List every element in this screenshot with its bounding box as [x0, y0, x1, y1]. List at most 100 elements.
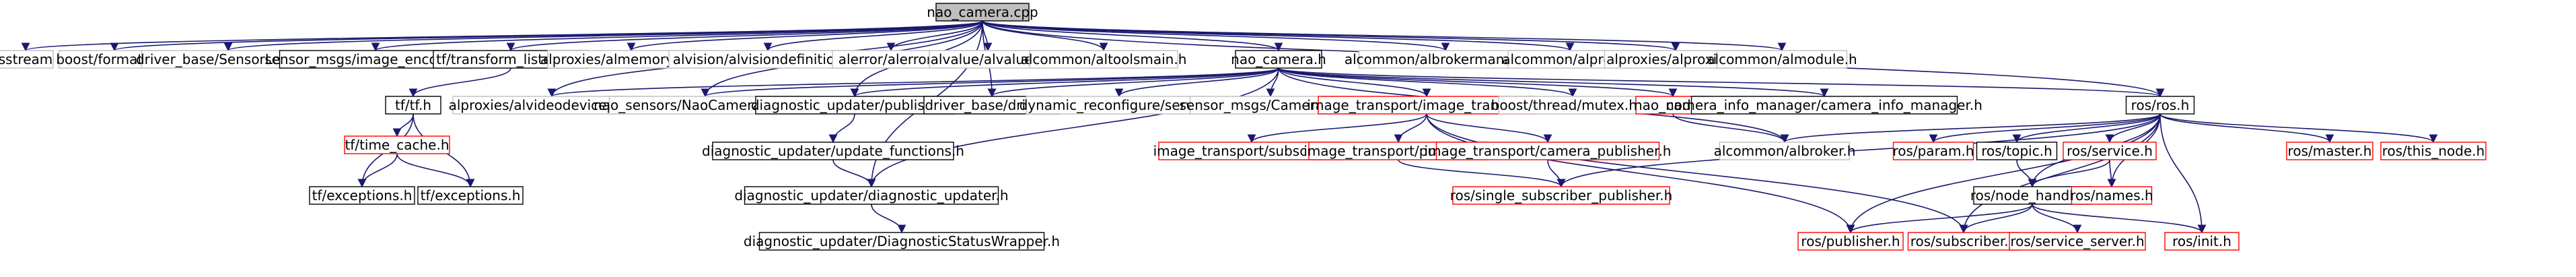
edge-ros-ros-to-ros-publisher	[1846, 113, 2161, 234]
node-label: ros/topic.h	[1981, 143, 2052, 159]
node-ros-service[interactable]: ros/service.h	[2063, 142, 2157, 160]
node-update-functions[interactable]: diagnostic_updater/update_functions.h	[702, 142, 964, 160]
node-single-subscriber-publisher[interactable]: ros/single_subscriber_publisher.h	[1450, 186, 1673, 205]
node-box	[712, 142, 954, 160]
node-nao-camera-h[interactable]: nao_camera.h	[1231, 50, 1326, 69]
node-sstream[interactable]: sstream	[0, 50, 54, 69]
edge-ros-service-to-ros-names	[2107, 159, 2116, 188]
edge-ros-node-handle-to-ros-service-server	[2032, 204, 2082, 234]
node-albroker[interactable]: alcommon/albroker.h	[1714, 142, 1856, 160]
node-label: ros/subscriber.h	[1910, 233, 2017, 249]
node-label: ros/init.h	[2172, 233, 2231, 249]
edge-nao-camera-cpp-to-albrokermanager	[982, 20, 1450, 52]
node-altoolsmain[interactable]: alcommon/altoolsmain.h	[1021, 50, 1187, 69]
edge-nao-camera-h-to-camera-info-manager	[1278, 67, 1828, 98]
node-label: ros/names.h	[2070, 187, 2153, 204]
node-tf-tf[interactable]: tf/tf.h	[385, 96, 441, 115]
edge-ros-service-to-ros-node-handle	[2028, 159, 2110, 188]
node-ros-subscriber[interactable]: ros/subscriber.h	[1907, 232, 2020, 251]
node-alvalue[interactable]: alvalue/alvalue.h	[929, 50, 1047, 69]
node-label: diagnostic_updater/diagnostic_updater.h	[734, 187, 1008, 204]
node-ros-publisher[interactable]: ros/publisher.h	[1797, 232, 1904, 251]
node-label: alerror/alerror.h	[838, 51, 943, 67]
node-ros-ros[interactable]: ros/ros.h	[2125, 96, 2195, 115]
node-box	[2380, 142, 2486, 160]
edge-nao-camera-h-to-naocameraconfig	[701, 67, 1279, 98]
node-label: alvalue/alvalue.h	[931, 51, 1046, 67]
node-almodule[interactable]: alcommon/almodule.h	[1707, 50, 1857, 69]
node-label: ros/master.h	[2288, 143, 2372, 159]
node-time-cache[interactable]: tf/time_cache.h	[344, 135, 450, 154]
node-box	[2164, 232, 2240, 251]
node-label: nao_camera.cpp	[927, 4, 1038, 20]
edges-layer	[22, 20, 2438, 234]
node-box	[1358, 50, 1533, 69]
node-label: camera_info_manager/camera_info_manager.…	[1666, 97, 1982, 113]
edge-ros-ros-to-single-subscriber-publisher	[1557, 113, 2161, 188]
node-box	[929, 50, 1047, 69]
edge-nao-camera-cpp-to-boost-format	[110, 20, 983, 52]
edge-ros-node-handle-to-ros-publisher	[1846, 204, 2033, 234]
node-label: ros/param.h	[1892, 143, 1974, 159]
edge-nao-camera-cpp-to-alproxies	[982, 20, 1680, 52]
node-label: ros/ros.h	[2131, 97, 2190, 113]
edge-nao-camera-h-to-thread-mutex	[1278, 67, 1577, 98]
node-box	[309, 186, 415, 205]
node-label: alcommon/almodule.h	[1707, 51, 1857, 67]
node-box	[2009, 232, 2146, 251]
node-box	[755, 96, 954, 115]
edge-nao-camera-cpp-to-tf-listener	[506, 20, 983, 52]
node-box	[1435, 142, 1660, 160]
node-label: ros/service_server.h	[2010, 233, 2144, 249]
edge-image-transport-h-to-it-subscriber	[1247, 113, 1427, 144]
edge-time-cache-to-tf-exceptions-a	[357, 153, 398, 188]
edge-tf-listener-to-tf-tf	[408, 67, 511, 98]
node-camera-info-manager[interactable]: camera_info_manager/camera_info_manager.…	[1666, 96, 1982, 115]
node-ros-this-node[interactable]: ros/this_node.h	[2380, 142, 2486, 160]
edge-nao-camera-cpp-to-almemoryproxy	[627, 20, 983, 52]
edge-nao-node-to-albroker	[1672, 113, 1789, 144]
edge-nao-camera-h-to-reconfigure-server	[1114, 67, 1279, 98]
node-box	[1235, 50, 1322, 69]
node-box	[1690, 96, 1958, 115]
node-ros-init[interactable]: ros/init.h	[2164, 232, 2240, 251]
node-camera-publisher[interactable]: image_transport/camera_publisher.h	[1425, 142, 1672, 160]
edge-du-publisher-to-update-functions	[828, 113, 855, 144]
node-ros-names[interactable]: ros/names.h	[2070, 186, 2153, 205]
node-box	[1498, 96, 1647, 115]
node-ros-topic[interactable]: ros/topic.h	[1976, 142, 2058, 160]
node-thread-mutex[interactable]: boost/thread/mutex.hpp	[1491, 96, 1655, 115]
node-box	[0, 50, 54, 69]
node-label: sstream	[0, 51, 52, 67]
node-label: tf/exceptions.h	[312, 187, 413, 204]
node-diagnostic-status-wrapper[interactable]: diagnostic_updater/DiagnosticStatusWrapp…	[744, 232, 1060, 251]
node-label: diagnostic_updater/DiagnosticStatusWrapp…	[744, 233, 1060, 249]
edge-image-transport-h-to-ros-subscriber	[1426, 113, 1968, 234]
node-ros-service-server[interactable]: ros/service_server.h	[2009, 232, 2146, 251]
node-tf-exceptions-a[interactable]: tf/exceptions.h	[309, 186, 415, 205]
node-ros-param[interactable]: ros/param.h	[1892, 142, 1974, 160]
node-box	[1716, 50, 1848, 69]
edge-image-transport-h-to-ros-publisher	[1426, 113, 1855, 234]
node-box	[1976, 142, 2058, 160]
node-label: alvision/alvisiondefinitions.h	[673, 51, 863, 67]
edge-ros-ros-to-albroker	[1780, 113, 2161, 144]
node-box	[344, 135, 450, 154]
edge-ros-ros-to-ros-param	[1929, 113, 2161, 144]
edge-ros-node-handle-to-ros-subscriber	[1959, 204, 2033, 234]
edge-nao-camera-h-to-ros-ros	[1278, 67, 2164, 98]
node-nao-camera-cpp[interactable]: nao_camera.cpp	[927, 3, 1038, 22]
node-ros-master[interactable]: ros/master.h	[2286, 142, 2373, 160]
edge-nao-camera-cpp-to-image-encodings	[371, 20, 983, 52]
node-label: diagnostic_updater/update_functions.h	[702, 143, 964, 159]
node-label: alcommon/altoolsmain.h	[1021, 51, 1187, 67]
edge-nao-camera-h-to-image-transport-h	[1278, 67, 1431, 98]
node-box	[1026, 96, 1213, 115]
node-label: ros/service.h	[2067, 143, 2153, 159]
node-diagnostic-updater-h[interactable]: diagnostic_updater/diagnostic_updater.h	[734, 186, 1009, 205]
node-box	[1029, 50, 1178, 69]
node-box	[2071, 186, 2153, 205]
node-reconfigure-server[interactable]: dynamic_reconfigure/server.h	[1019, 96, 1219, 115]
node-box	[758, 232, 1045, 251]
node-tf-exceptions-b[interactable]: tf/exceptions.h	[417, 186, 524, 205]
